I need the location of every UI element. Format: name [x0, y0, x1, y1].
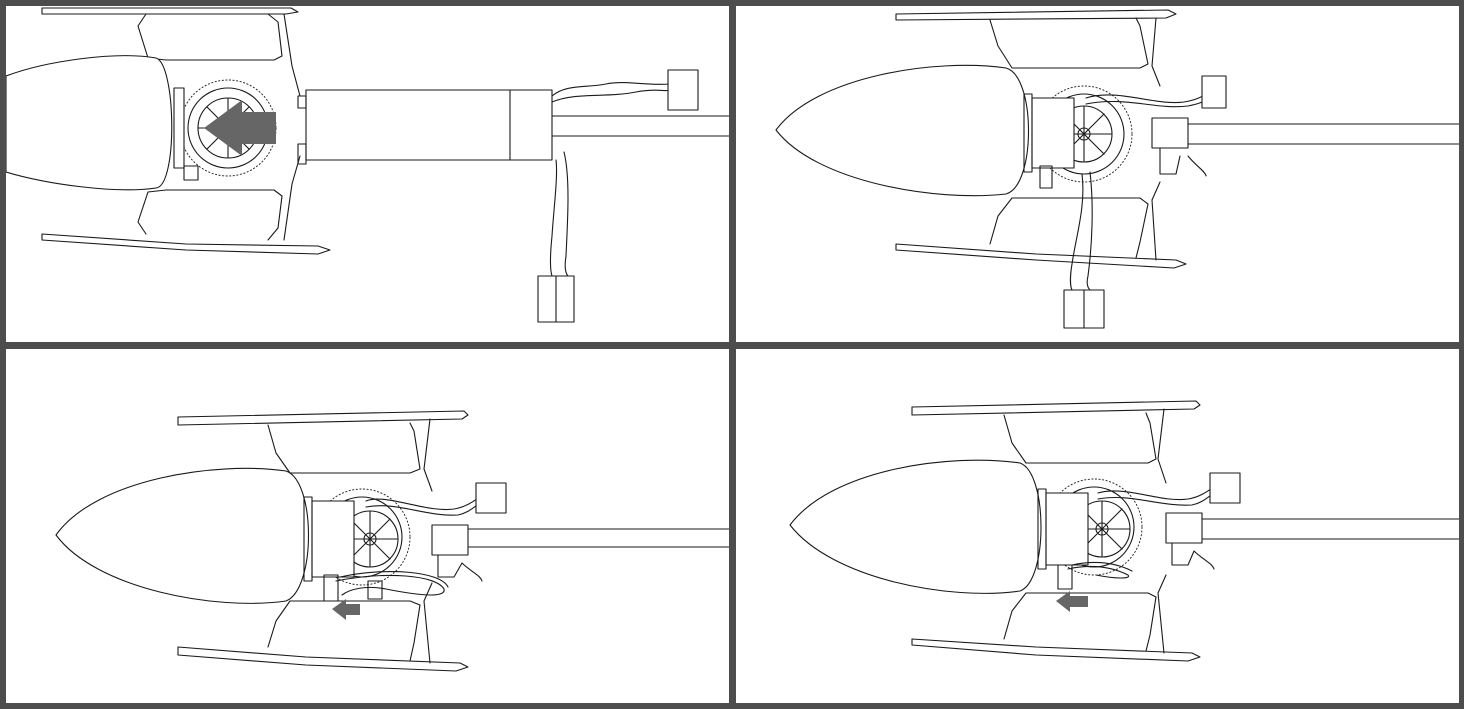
arrow-left-large	[204, 100, 276, 156]
canopy	[789, 459, 1042, 594]
upper-frame	[895, 9, 1177, 21]
upper-frame	[41, 7, 299, 15]
lower-frame	[177, 646, 469, 672]
canopy	[55, 467, 310, 604]
canopy	[775, 64, 1030, 197]
top-wires	[365, 496, 481, 516]
upper-frame	[177, 410, 469, 426]
lower-frame	[911, 638, 1201, 662]
arrow-left-small	[332, 599, 360, 620]
panel-step-1	[6, 6, 729, 342]
tail-boom	[1187, 123, 1459, 145]
top-connector	[1201, 75, 1227, 109]
panel-step-3	[6, 349, 729, 703]
canopy	[6, 55, 173, 191]
panel-4-drawing	[789, 400, 1459, 662]
battery-wires	[335, 570, 449, 596]
panel-step-4	[736, 349, 1459, 703]
battery-wires	[1069, 171, 1093, 291]
battery-wires	[549, 151, 569, 277]
upper-frame	[911, 400, 1201, 416]
panel-step-2	[736, 6, 1459, 342]
servo-block	[1045, 492, 1089, 566]
servo-block	[1031, 97, 1075, 169]
tail-boom	[1201, 518, 1459, 540]
panel-1-drawing	[6, 7, 729, 323]
arrow-left-small	[1056, 591, 1088, 612]
top-wires	[1097, 486, 1215, 506]
lower-frame	[41, 233, 331, 255]
top-connector	[667, 69, 699, 111]
top-connector	[1209, 472, 1241, 504]
lower-frame	[895, 243, 1187, 269]
tail-boom	[467, 528, 729, 548]
servo-block	[311, 500, 355, 578]
top-connector	[475, 482, 507, 514]
battery-wires	[1067, 562, 1133, 579]
tail-boom	[551, 115, 729, 137]
top-wires	[551, 82, 671, 103]
panel-2-drawing	[775, 9, 1459, 329]
panel-3-drawing	[55, 410, 729, 672]
esc-unit	[305, 89, 553, 161]
